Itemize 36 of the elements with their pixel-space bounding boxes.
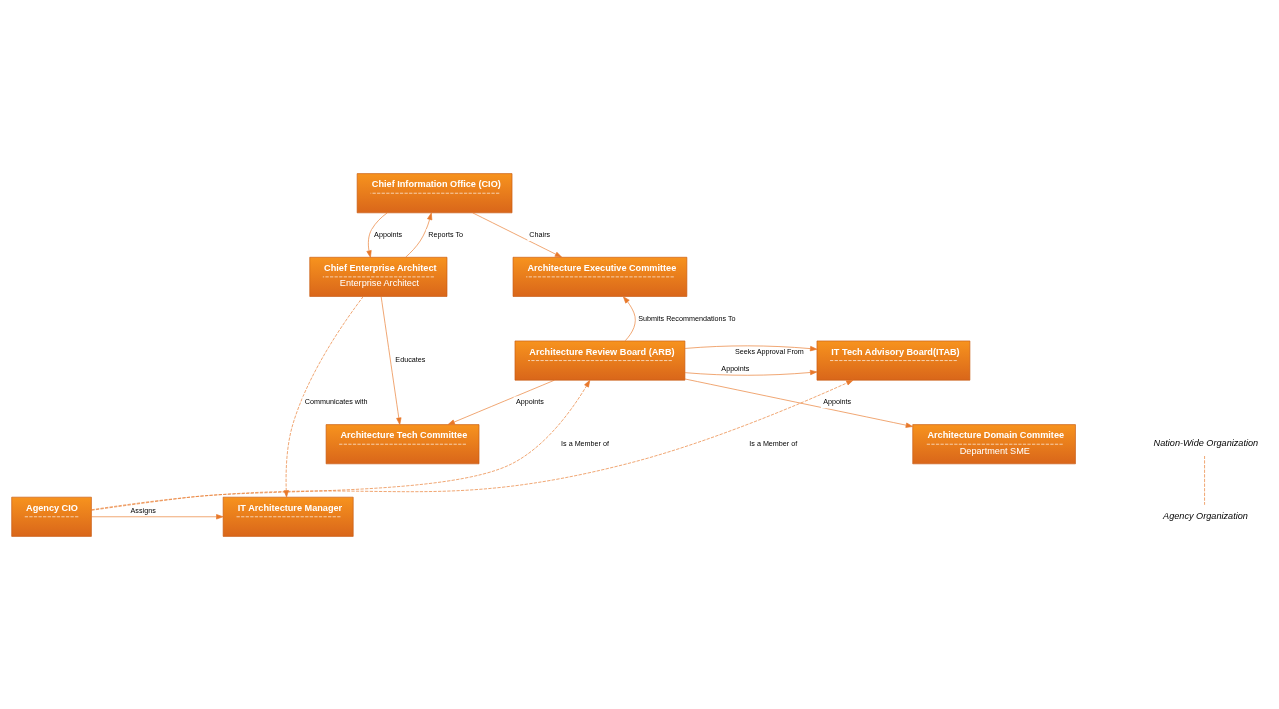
edge-label: Educates: [395, 354, 426, 364]
node-box: IT Architecture Manager: [222, 496, 354, 537]
edge-label: Appoints: [515, 396, 544, 406]
arrow: [366, 212, 388, 258]
arrow: [283, 295, 364, 497]
arrow: [684, 345, 818, 351]
arrow: [380, 295, 402, 425]
node-box: Architecture Review Board (ARB): [514, 340, 686, 380]
arrow: [684, 378, 913, 428]
node-box: Chief Information Office (CIO): [356, 172, 513, 213]
node-box: Architecture Domain Commitee Department SME: [912, 423, 1076, 464]
edge-label: Assigns: [130, 505, 156, 515]
arrow: [684, 369, 818, 376]
arrow: [472, 212, 563, 257]
edge-label: Communicates with: [304, 396, 368, 406]
node-box: IT Tech Advisory Board(ITAB): [816, 340, 971, 380]
arrow: [91, 513, 224, 519]
edge-label: Seeks Approval From: [735, 346, 804, 356]
edge-label: Chairs: [529, 229, 551, 239]
edge-label: Is a Member of: [561, 438, 609, 448]
node-box: Architecture Tech Committee: [325, 423, 480, 464]
node-box: Agency CIO: [11, 496, 92, 537]
arrow: [447, 379, 555, 425]
label: Agency Organization: [1163, 510, 1248, 521]
label: Nation-Wide Organization: [1153, 437, 1259, 448]
edge-label: Reports To: [428, 229, 463, 239]
edge-label: Appoints: [823, 396, 852, 406]
edge-label: Appoints: [721, 363, 750, 373]
arrow: [91, 379, 591, 511]
node-box: Architecture Executive Committee: [512, 256, 688, 297]
edge-label: Appoints: [374, 229, 403, 239]
arrow: [623, 295, 636, 341]
arrow: [405, 212, 433, 257]
edge-label: Submits Recommendations To: [638, 313, 736, 323]
edge-label: Is a Member of: [749, 438, 798, 448]
node-box: Chief Enterprise Architect Enterprise Architect: [309, 256, 448, 297]
